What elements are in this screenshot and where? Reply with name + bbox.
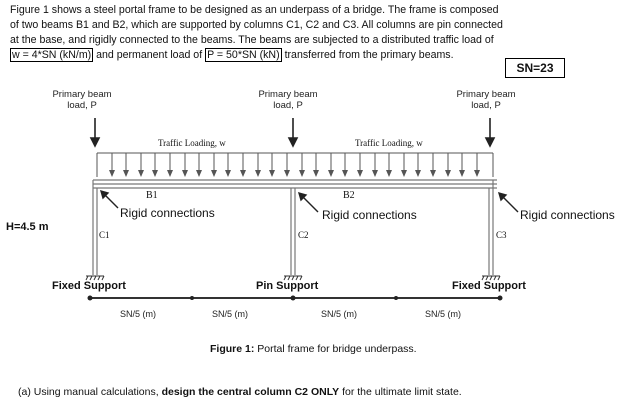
statement-line-2: of two beams B1 and B2, which are suppor… [10, 19, 503, 31]
w-load-box: w = 4*SN (kN/m) [10, 48, 94, 62]
question-a: (a) Using manual calculations, design th… [18, 386, 462, 398]
support-label-right: Fixed Support [452, 280, 526, 292]
traffic-label-2: Traffic Loading, w [355, 138, 423, 148]
primary-load-arrows [89, 118, 496, 148]
beam-b1-label: B1 [146, 190, 158, 201]
span-label-2: SN/5 (m) [212, 309, 248, 319]
support-hatches [85, 275, 501, 281]
primary-load-label-3: Primary beam load, P [456, 89, 516, 111]
problem-statement: Figure 1 shows a steel portal frame to b… [10, 3, 570, 63]
question-prefix: (a) Using manual calculations, [18, 386, 162, 398]
primary-load-label-2: Primary beam load, P [258, 89, 318, 111]
statement-line-3: at the base, and rigidly connected to th… [10, 34, 494, 46]
span-label-3: SN/5 (m) [321, 309, 357, 319]
column-c3-label: C3 [496, 230, 507, 240]
statement-line-4: w = 4*SN (kN/m) and permanent load of P … [10, 48, 570, 63]
rigid-label-1: Rigid connections [120, 206, 215, 220]
column-lines [92, 180, 494, 275]
support-label-left: Fixed Support [52, 280, 126, 292]
column-c2-label: C2 [298, 230, 309, 240]
caption-text: Portal frame for bridge underpass. [254, 343, 417, 355]
span-label-1: SN/5 (m) [120, 309, 156, 319]
statement-end: transferred from the primary beams. [284, 49, 454, 61]
question-suffix: for the ultimate limit state. [339, 386, 462, 398]
traffic-load-comb [96, 152, 494, 177]
traffic-load-arrowheads [109, 170, 480, 177]
sn-box: SN=23 [505, 58, 565, 78]
statement-mid: and permanent load of [96, 49, 203, 61]
column-c1-label: C1 [99, 230, 110, 240]
rigid-connection-arrows [99, 189, 519, 213]
support-label-center: Pin Support [256, 280, 319, 292]
primary-load-label-1: Primary beam load, P [52, 89, 112, 111]
beam-lines [93, 179, 497, 189]
height-label: H=4.5 m [6, 221, 49, 233]
traffic-label-1: Traffic Loading, w [158, 138, 226, 148]
statement-line-1: Figure 1 shows a steel portal frame to b… [10, 4, 499, 16]
rigid-label-3: Rigid connections [520, 208, 615, 222]
beam-b2-label: B2 [343, 190, 355, 201]
rigid-label-2: Rigid connections [322, 208, 417, 222]
span-dimension-ticks [87, 295, 503, 301]
span-label-4: SN/5 (m) [425, 309, 461, 319]
question-bold: design the central column C2 ONLY [161, 386, 340, 398]
figure-caption: Figure 1: Portal frame for bridge underp… [210, 343, 417, 355]
caption-label: Figure 1: [210, 343, 255, 355]
p-load-box: P = 50*SN (kN) [205, 48, 282, 62]
